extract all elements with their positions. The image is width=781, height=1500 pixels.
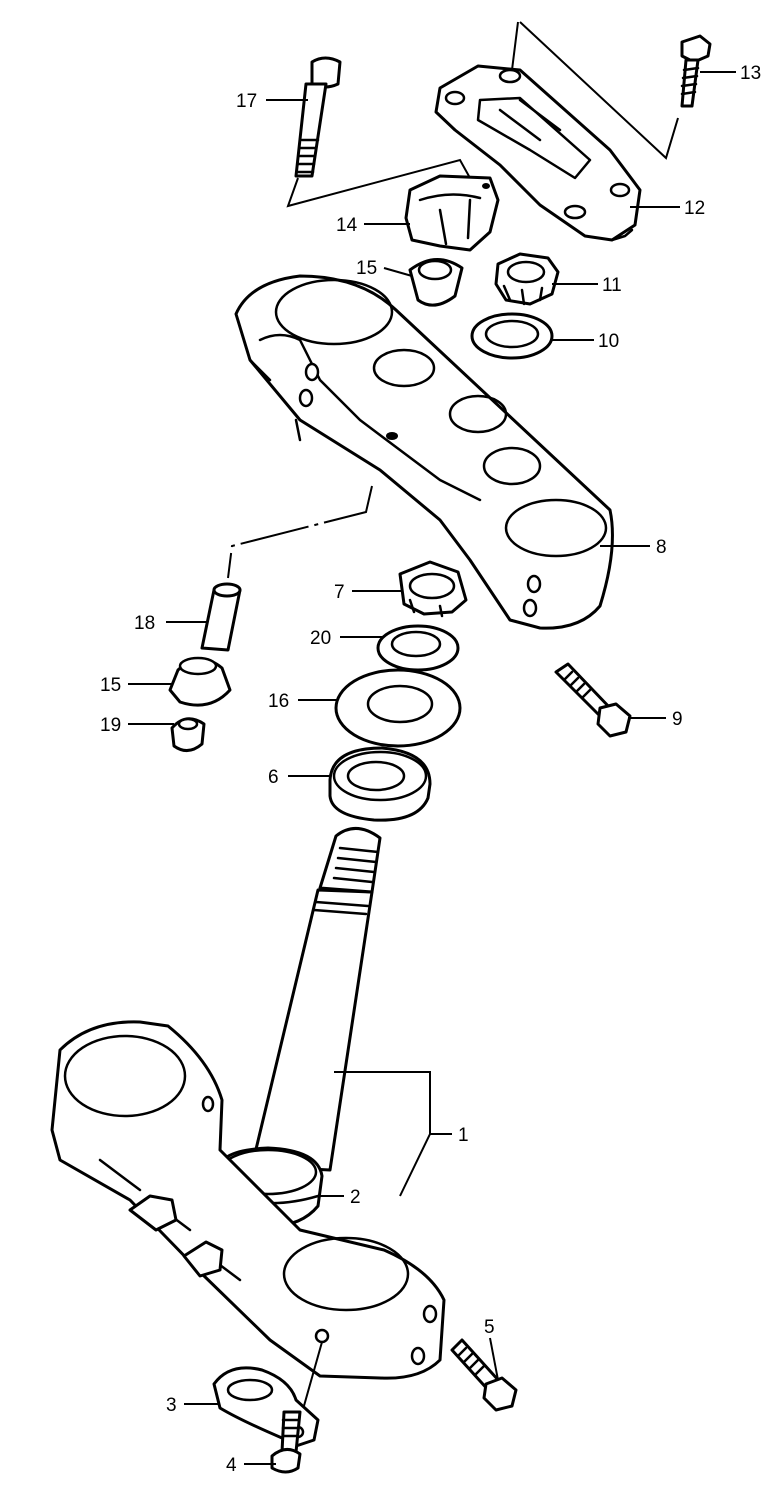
callout-16: 16 [268,691,289,712]
stem-axis-line-upper [227,485,373,579]
callout-12: 12 [684,198,705,219]
callout-2: 2 [350,1187,361,1208]
dust-seal-16 [334,668,462,748]
callout-6: 6 [268,767,279,788]
spacer-18 [200,582,242,652]
handlebar-clamp-upper [434,64,642,242]
bolt-17 [294,56,342,178]
steering-stem-lower-bracket-1 [50,827,446,1380]
callout-8: 8 [656,537,667,558]
bolt-4 [270,1410,302,1474]
bolt-5 [450,1338,518,1412]
callout-10: 10 [598,331,619,352]
callout-9: 9 [672,709,683,730]
callout-1: 1 [458,1125,469,1146]
bearing-6 [328,746,432,822]
assembly-line-13 [511,21,679,160]
stem-nut-11 [494,252,560,306]
nut-19 [170,717,206,752]
callout-17: 17 [236,91,257,112]
washer-10 [470,312,554,360]
callout-18: 18 [134,613,155,634]
callout-labels: 13 17 12 14 15 11 10 8 7 18 20 15 16 9 1… [100,63,761,1476]
assembly-line-1-bracket [334,1071,452,1197]
holder-14 [404,174,500,252]
hose-clamp-3 [212,1366,320,1448]
callout-15-lower: 15 [100,675,121,696]
callout-7: 7 [334,582,345,603]
washer-20 [376,624,460,672]
adjusting-nut-7 [398,560,468,618]
assembly-line-17 [286,158,471,208]
callout-14: 14 [336,215,358,236]
callout-4: 4 [226,1455,237,1476]
callout-11: 11 [602,275,622,296]
callout-15-upper: 15 [356,258,377,279]
leader-lines [128,71,736,1465]
upper-bracket-8 [234,274,614,630]
callout-19: 19 [100,715,121,736]
callout-13: 13 [740,63,761,84]
rubber-cushion-15-upper [408,258,464,307]
rubber-cushion-15-lower [168,656,232,707]
callout-5: 5 [484,1317,495,1338]
callout-3: 3 [166,1395,177,1416]
bolt-13 [680,34,712,108]
callout-20: 20 [310,628,331,649]
bolt-9 [554,662,632,738]
